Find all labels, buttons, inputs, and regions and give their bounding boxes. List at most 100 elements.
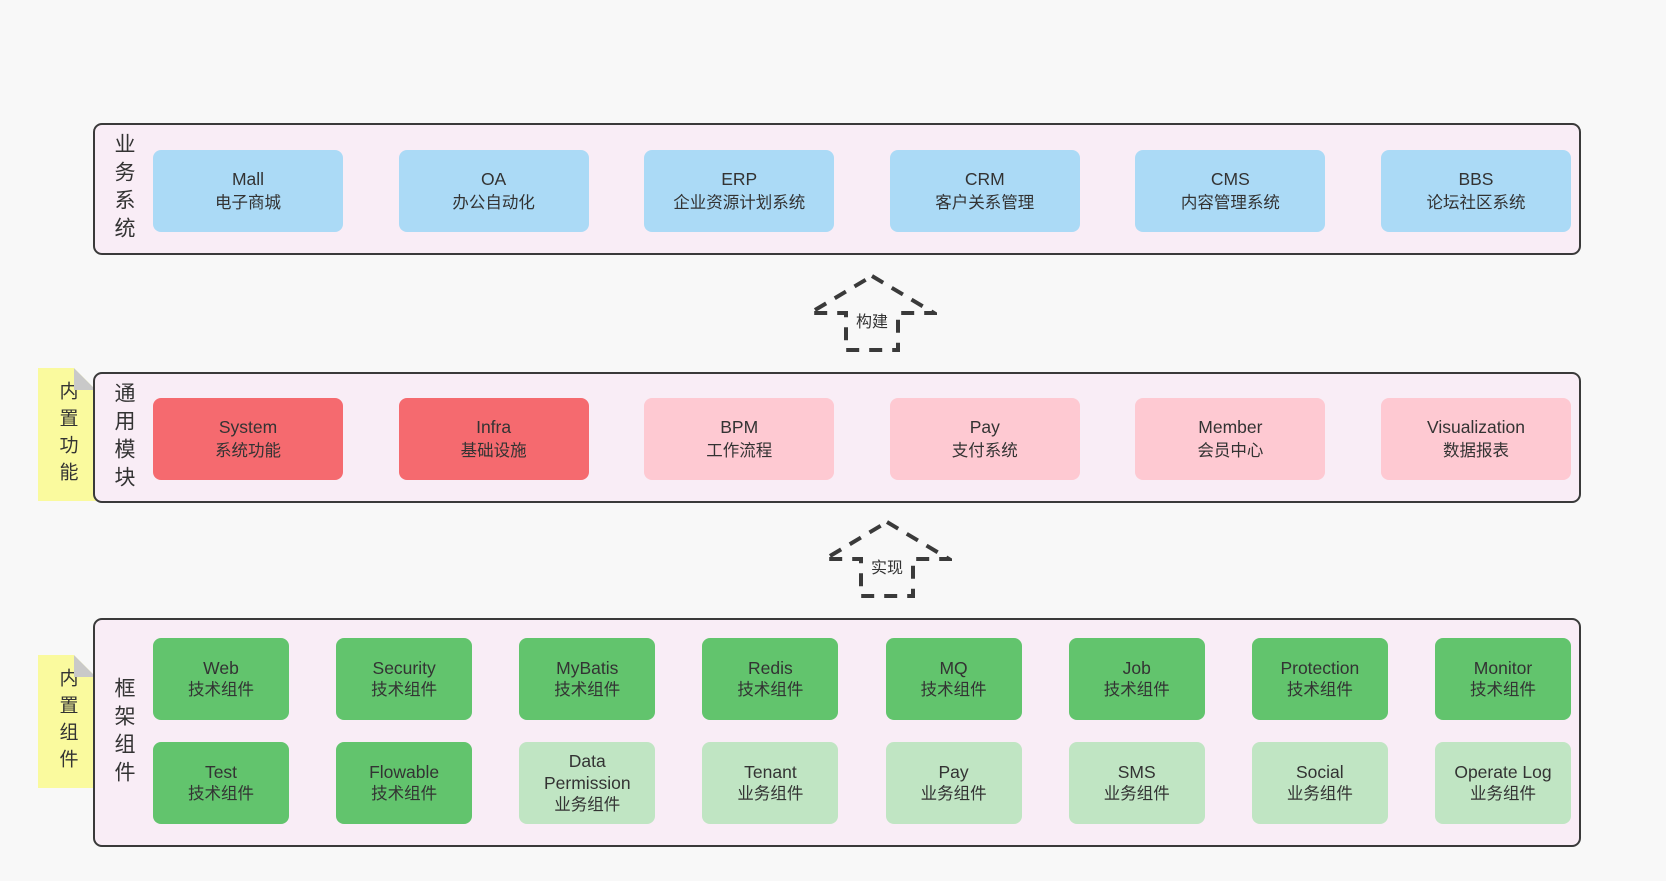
box-name: SMS bbox=[1117, 762, 1156, 782]
box-tenant: Tenant 业务组件 bbox=[702, 742, 839, 824]
box-subtitle: 企业资源计划系统 bbox=[673, 194, 806, 212]
box-web: Web 技术组件 bbox=[153, 638, 289, 720]
business-systems-panel: 业务系统 Mall 电子商城 OA 办公自动化 ERP 企业资源计划系统 CRM… bbox=[93, 123, 1581, 255]
box-redis: Redis 技术组件 bbox=[702, 638, 839, 720]
box-name: Visualization bbox=[1427, 417, 1525, 437]
box-subtitle: 业务组件 bbox=[1469, 785, 1536, 803]
box-name: Protection bbox=[1280, 658, 1360, 678]
box-name: BBS bbox=[1458, 169, 1494, 189]
box-name: Redis bbox=[748, 658, 793, 678]
box-erp: ERP 企业资源计划系统 bbox=[644, 150, 835, 232]
box-name: Monitor bbox=[1473, 658, 1533, 678]
box-name: Test bbox=[204, 762, 238, 782]
box-subtitle: 电子商城 bbox=[215, 194, 281, 212]
box-infra: Infra 基础设施 bbox=[398, 398, 589, 480]
box-system: System 系统功能 bbox=[153, 398, 343, 480]
build-arrow-label: 构建 bbox=[852, 313, 892, 333]
box-name: Operate Log bbox=[1454, 762, 1552, 782]
box-subtitle: 客户关系管理 bbox=[935, 194, 1035, 212]
box-subtitle: 会员中心 bbox=[1197, 442, 1264, 460]
box-subtitle: 技术组件 bbox=[371, 681, 438, 699]
box-name: Social bbox=[1296, 762, 1344, 782]
box-pay: Pay 支付系统 bbox=[889, 398, 1080, 480]
box-cms: CMS 内容管理系统 bbox=[1135, 150, 1326, 232]
box-operate-log: Operate Log 业务组件 bbox=[1434, 742, 1571, 824]
box-flowable: Flowable 技术组件 bbox=[336, 742, 473, 824]
box-subtitle: 办公自动化 bbox=[452, 194, 535, 212]
box-subtitle: 技术组件 bbox=[188, 785, 254, 803]
box-bpm: BPM 工作流程 bbox=[644, 398, 835, 480]
box-subtitle: 业务组件 bbox=[737, 785, 804, 803]
box-name: Mall bbox=[231, 169, 265, 189]
implement-arrow: 实现 bbox=[822, 519, 952, 599]
box-subtitle: 数据报表 bbox=[1442, 442, 1509, 460]
box-subtitle: 技术组件 bbox=[554, 681, 621, 699]
framework-components-row-2: Test 技术组件 Flowable 技术组件 Data Permission … bbox=[153, 742, 1571, 824]
framework-components-panel: 框架组件 Web 技术组件 Security 技术组件 MyBatis 技术组件… bbox=[93, 618, 1581, 847]
framework-components-panel-label: 框架组件 bbox=[112, 676, 135, 789]
box-name: Infra bbox=[476, 417, 512, 437]
framework-components-row-1: Web 技术组件 Security 技术组件 MyBatis 技术组件 Redi… bbox=[153, 638, 1571, 720]
box-test: Test 技术组件 bbox=[153, 742, 289, 824]
common-modules-panel: 通用模块 System 系统功能 Infra 基础设施 BPM 工作流程 Pay… bbox=[93, 372, 1581, 503]
box-name: CRM bbox=[964, 169, 1005, 189]
box-subtitle: 论坛社区系统 bbox=[1426, 194, 1526, 212]
box-name: Pay bbox=[938, 762, 969, 782]
common-modules-row: System 系统功能 Infra 基础设施 BPM 工作流程 Pay 支付系统… bbox=[153, 398, 1571, 480]
box-security: Security 技术组件 bbox=[336, 638, 473, 720]
box-subtitle: 基础设施 bbox=[460, 442, 527, 460]
box-name: Tenant bbox=[744, 762, 797, 782]
common-modules-panel-label: 通用模块 bbox=[112, 381, 135, 494]
box-mall: Mall 电子商城 bbox=[153, 150, 343, 232]
box-subtitle: 业务组件 bbox=[1286, 785, 1353, 803]
implement-arrow-label: 实现 bbox=[867, 559, 907, 579]
box-name: Security bbox=[372, 658, 436, 678]
box-monitor: Monitor 技术组件 bbox=[1434, 638, 1571, 720]
box-name: Member bbox=[1198, 417, 1263, 437]
box-name: OA bbox=[480, 169, 507, 189]
box-name: Job bbox=[1122, 658, 1151, 678]
box-name: CMS bbox=[1210, 169, 1250, 189]
box-name: BPM bbox=[720, 417, 759, 437]
box-name: MyBatis bbox=[556, 658, 619, 678]
box-subtitle: 工作流程 bbox=[706, 442, 773, 460]
box-protection: Protection 技术组件 bbox=[1251, 638, 1388, 720]
box-subtitle: 业务组件 bbox=[920, 785, 987, 803]
box-subtitle: 技术组件 bbox=[371, 785, 438, 803]
box-subtitle: 支付系统 bbox=[951, 442, 1018, 460]
built-in-features-tag-label: 内置功能 bbox=[56, 380, 78, 489]
built-in-features-tag: 内置功能 bbox=[38, 368, 96, 501]
up-arrow-icon bbox=[807, 273, 937, 352]
box-name: System bbox=[218, 417, 278, 437]
box-subtitle: 技术组件 bbox=[1286, 681, 1353, 699]
box-name: Web bbox=[203, 658, 239, 678]
box-member: Member 会员中心 bbox=[1135, 398, 1326, 480]
box-crm: CRM 客户关系管理 bbox=[889, 150, 1080, 232]
box-data-permission: Data Permission 业务组件 bbox=[519, 742, 656, 824]
built-in-components-tag: 内置组件 bbox=[38, 655, 96, 788]
box-mybatis: MyBatis 技术组件 bbox=[519, 638, 656, 720]
box-subtitle: 技术组件 bbox=[1469, 681, 1536, 699]
box-subtitle: 业务组件 bbox=[554, 796, 621, 814]
box-subtitle: 内容管理系统 bbox=[1180, 194, 1280, 212]
box-subtitle: 技术组件 bbox=[1103, 681, 1170, 699]
box-subtitle: 技术组件 bbox=[737, 681, 804, 699]
box-pay-component: Pay 业务组件 bbox=[885, 742, 1022, 824]
box-sms: SMS 业务组件 bbox=[1068, 742, 1205, 824]
box-social: Social 业务组件 bbox=[1251, 742, 1388, 824]
box-subtitle: 业务组件 bbox=[1103, 785, 1170, 803]
business-systems-panel-label: 业务系统 bbox=[112, 133, 135, 245]
box-bbs: BBS 论坛社区系统 bbox=[1380, 150, 1571, 232]
box-name: MQ bbox=[939, 658, 968, 678]
box-job: Job 技术组件 bbox=[1068, 638, 1205, 720]
box-name: Flowable bbox=[369, 762, 440, 782]
box-name: ERP bbox=[721, 169, 758, 189]
box-name: Pay bbox=[969, 417, 1000, 437]
up-arrow-icon bbox=[822, 519, 952, 598]
box-mq: MQ 技术组件 bbox=[885, 638, 1022, 720]
business-systems-row: Mall 电子商城 OA 办公自动化 ERP 企业资源计划系统 CRM 客户关系… bbox=[153, 150, 1571, 232]
box-name: Data Permission bbox=[544, 751, 631, 793]
box-oa: OA 办公自动化 bbox=[398, 150, 589, 232]
box-subtitle: 技术组件 bbox=[920, 681, 987, 699]
box-subtitle: 系统功能 bbox=[215, 442, 281, 460]
